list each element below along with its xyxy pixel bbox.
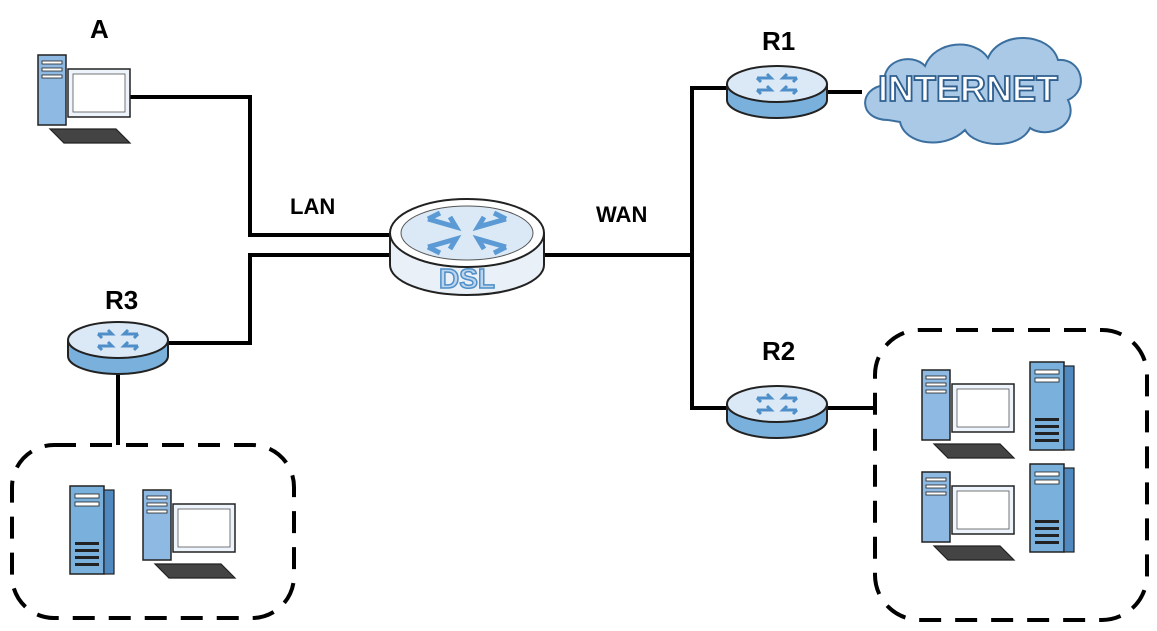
link-label-wan: WAN (596, 202, 648, 227)
pc-icon (921, 369, 1015, 459)
router-r3-icon (66, 320, 170, 376)
link-a-dsl (130, 95, 395, 237)
dsl-router-icon: DSL (389, 198, 545, 296)
router-r2-icon (725, 384, 829, 440)
node-label-a: A (90, 14, 109, 44)
dsl-label: DSL (439, 263, 495, 294)
internet-label: INTERNET (878, 68, 1058, 109)
router-r1-icon (725, 64, 829, 120)
server-icon (1029, 463, 1075, 553)
node-label-r1: R1 (762, 26, 796, 56)
node-label-r3: R3 (105, 285, 139, 315)
pc-a-icon (37, 54, 131, 144)
pc-icon (921, 471, 1015, 561)
r2-host-group (873, 328, 1149, 622)
r3-host-group (10, 443, 296, 620)
link-r3-dsl (168, 253, 395, 345)
pc-icon (142, 489, 236, 579)
connection-lines (116, 86, 875, 445)
internet-cloud-icon: INTERNET (864, 37, 1082, 145)
link-label-lan: LAN (290, 194, 336, 219)
server-icon (69, 485, 115, 575)
server-icon (1029, 361, 1075, 451)
node-label-r2: R2 (762, 336, 796, 366)
link-wan-routers (690, 86, 727, 410)
